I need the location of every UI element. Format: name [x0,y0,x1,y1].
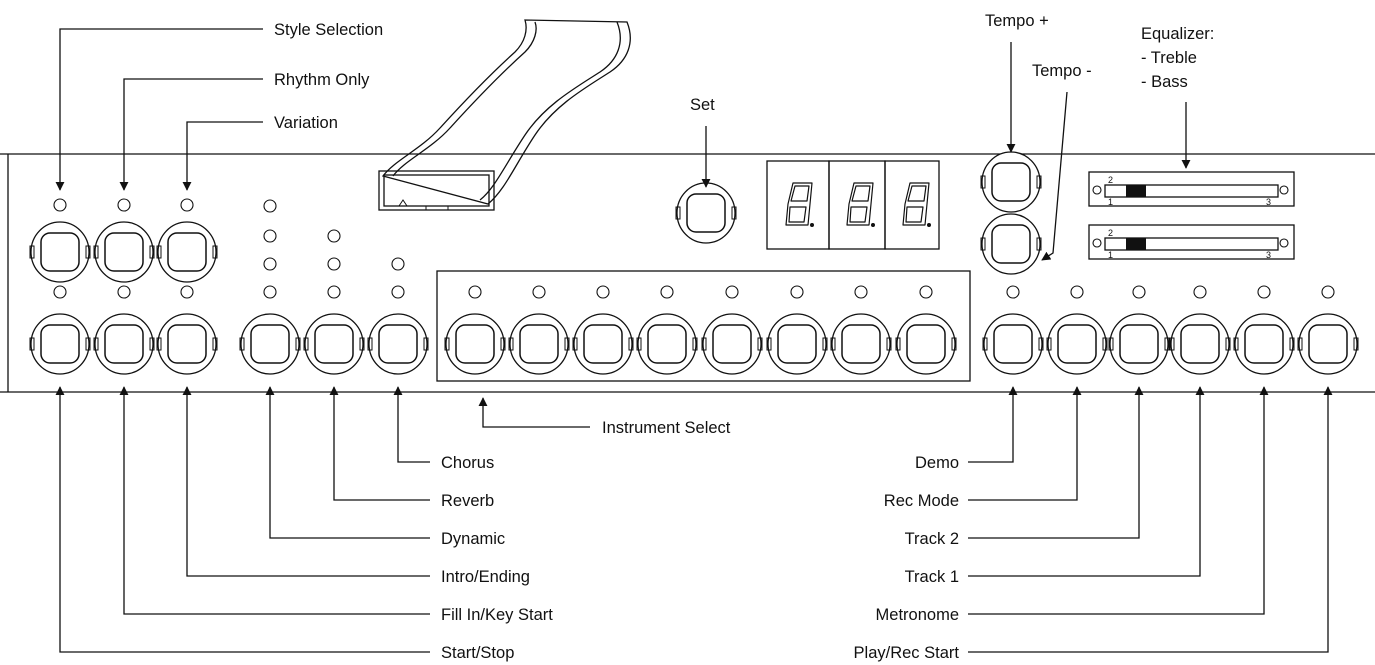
digit-3 [902,182,931,227]
metronome-button[interactable] [1233,313,1295,375]
style-button-3[interactable] [156,221,218,283]
instrument-led-2 [532,285,546,299]
label-rec-mode: Rec Mode [884,492,959,510]
bass-scale-top: 2 [1108,228,1113,238]
treble-scale-right: 3 [1266,197,1271,207]
label-equalizer: Equalizer: [1141,25,1214,43]
chorus-button[interactable] [367,313,429,375]
instrument-led-3 [596,285,610,299]
label-track-1: Track 1 [905,568,959,586]
instrument-button-5[interactable] [701,313,763,375]
label-intro-ending: Intro/Ending [441,568,530,586]
label-start-stop: Start/Stop [441,644,514,662]
track-1-led [1193,285,1207,299]
style-led-2 [117,198,131,212]
tempo-minus-button[interactable] [980,213,1042,275]
treble-scale-left: 1 [1108,197,1113,207]
instrument-button-1[interactable] [444,313,506,375]
instrument-button-6[interactable] [766,313,828,375]
instrument-button-2[interactable] [508,313,570,375]
style-led-1 [53,198,67,212]
label-set: Set [690,96,715,114]
label-instrument-select: Instrument Select [602,419,731,437]
instrument-button-8[interactable] [895,313,957,375]
label-bass: - Bass [1141,73,1188,91]
style-button-1[interactable] [29,221,91,283]
set-button[interactable] [675,182,737,244]
play-rec-start-led [1321,285,1335,299]
start-stop-button[interactable] [29,313,91,375]
label-tempo-plus: Tempo + [985,12,1049,30]
fill-in-key-start-led [117,285,131,299]
track-2-led [1132,285,1146,299]
instrument-led-1 [468,285,482,299]
intro-ending-led [180,285,194,299]
dynamic-button[interactable] [239,313,301,375]
dynamic-level-led-2 [263,229,277,243]
instrument-button-7[interactable] [830,313,892,375]
treble-scale-top: 2 [1108,175,1113,185]
instrument-led-4 [660,285,674,299]
reverb-button[interactable] [303,313,365,375]
digit-1 [785,182,814,227]
instrument-button-4[interactable] [636,313,698,375]
metronome-led [1257,285,1271,299]
equalizer-bass-slider[interactable]: 2 1 3 [1088,224,1295,260]
style-led-3 [180,198,194,212]
segment-display [766,160,940,250]
reverb-level-led-1 [327,229,341,243]
treble-knob[interactable] [1126,185,1146,197]
label-variation: Variation [274,114,338,132]
reverb-level-led-2 [327,257,341,271]
reverb-led [327,285,341,299]
label-treble: - Treble [1141,49,1197,67]
panel-frame [0,153,1375,393]
dynamic-led [263,285,277,299]
demo-led [1006,285,1020,299]
rec-mode-button[interactable] [1046,313,1108,375]
label-track-2: Track 2 [905,530,959,548]
start-stop-led [53,285,67,299]
bass-scale-right: 3 [1266,250,1271,260]
label-reverb: Reverb [441,492,494,510]
bass-scale-left: 1 [1108,250,1113,260]
instrument-led-7 [854,285,868,299]
label-play-rec-start: Play/Rec Start [854,644,960,662]
instrument-group-box [436,270,971,382]
digit-2 [846,182,875,227]
instrument-led-8 [919,285,933,299]
label-dynamic: Dynamic [441,530,505,548]
intro-ending-button[interactable] [156,313,218,375]
instrument-led-5 [725,285,739,299]
label-chorus: Chorus [441,454,494,472]
label-tempo-minus: Tempo - [1032,62,1092,80]
style-button-2[interactable] [93,221,155,283]
label-rhythm-only: Rhythm Only [274,71,370,89]
chorus-level-led-1 [391,257,405,271]
chorus-led [391,285,405,299]
dynamic-level-led-1 [263,199,277,213]
label-style-selection: Style Selection [274,21,383,39]
bass-knob[interactable] [1126,238,1146,250]
cartridge-ribbon [378,19,631,211]
leader-lines [55,28,1333,653]
rec-mode-led [1070,285,1084,299]
demo-button[interactable] [982,313,1044,375]
tempo-plus-button[interactable] [980,151,1042,213]
fill-in-key-start-button[interactable] [93,313,155,375]
track-2-button[interactable] [1108,313,1170,375]
label-fill-in-key-start: Fill In/Key Start [441,606,553,624]
instrument-led-6 [790,285,804,299]
track-1-button[interactable] [1169,313,1231,375]
equalizer-treble-slider[interactable]: 2 1 3 [1088,171,1295,207]
instrument-button-3[interactable] [572,313,634,375]
play-rec-start-button[interactable] [1297,313,1359,375]
label-demo: Demo [915,454,959,472]
dynamic-level-led-3 [263,257,277,271]
label-metronome: Metronome [876,606,959,624]
